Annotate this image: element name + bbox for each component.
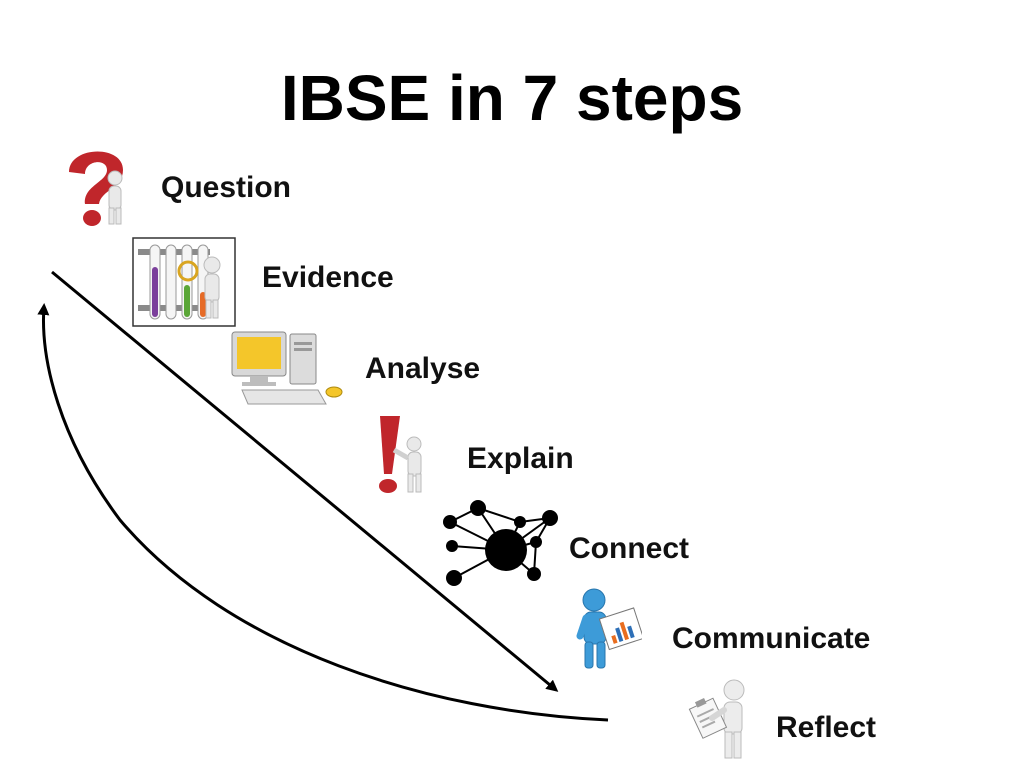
- step-label-question: Question: [161, 171, 292, 204]
- test-tubes-magnifier-icon: [132, 237, 236, 327]
- return-curve-arrow: [37, 303, 609, 722]
- exclamation-mark-figure-icon: [379, 416, 422, 493]
- step-label-evidence: Evidence: [262, 261, 394, 294]
- step-label-reflect: Reflect: [776, 711, 877, 744]
- computer-icon: [231, 331, 343, 405]
- step-label-explain: Explain: [467, 442, 574, 475]
- diagonal-flow-arrow: [51, 270, 559, 692]
- person-presenting-chart-icon: [576, 588, 642, 669]
- step-label-analyse: Analyse: [365, 352, 481, 385]
- step-label-connect: Connect: [569, 532, 689, 565]
- network-nodes-icon: [443, 500, 558, 586]
- step-label-communicate: Communicate: [672, 622, 871, 655]
- slide-title: IBSE in 7 steps: [280, 62, 744, 134]
- question-mark-figure-icon: [69, 151, 123, 226]
- person-with-clipboard-icon: [688, 679, 745, 759]
